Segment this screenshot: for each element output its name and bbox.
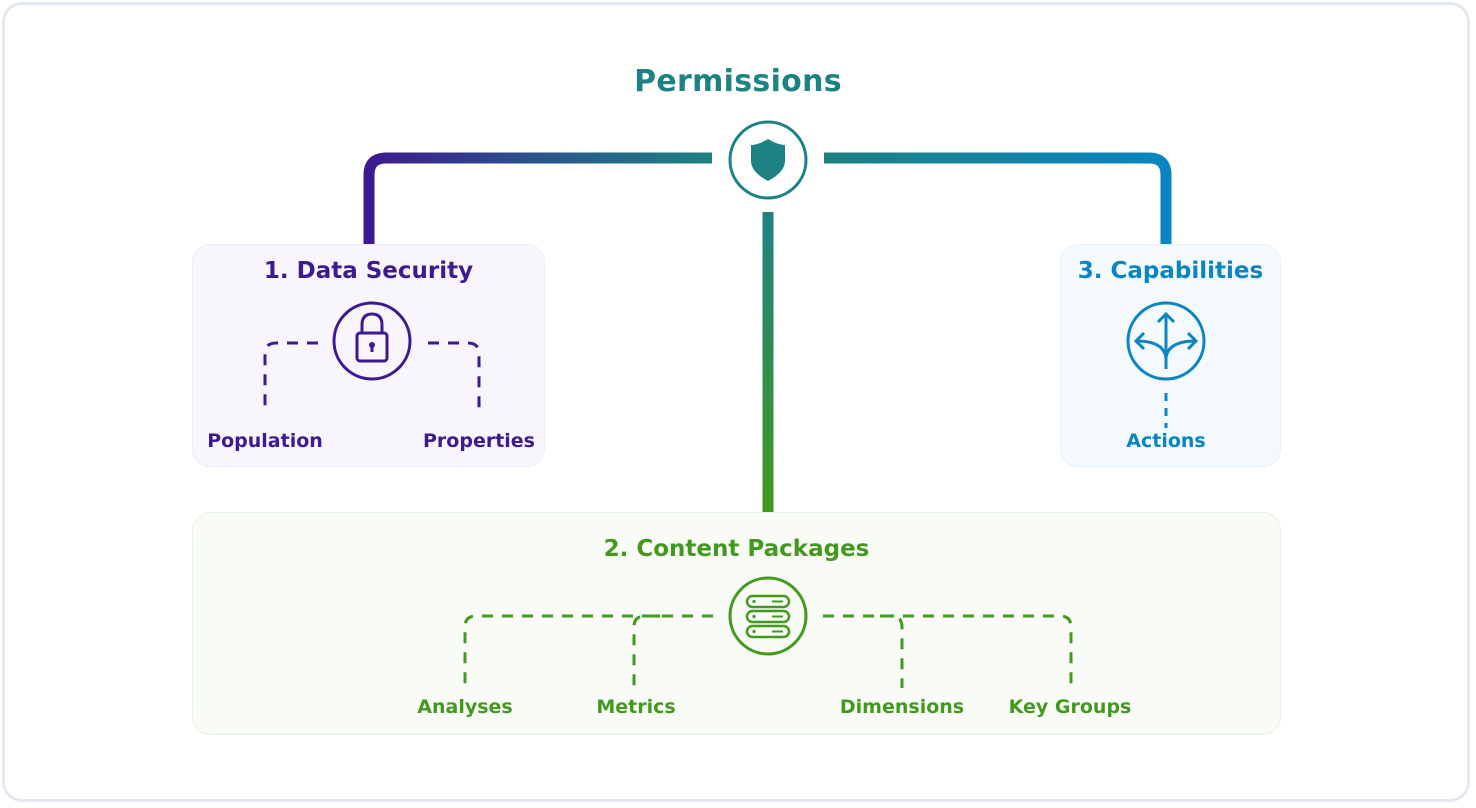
permissions-title: Permissions — [634, 64, 842, 99]
label-properties: Properties — [423, 430, 535, 452]
dashed-link-population — [263, 341, 318, 410]
label-population: Population — [207, 430, 323, 452]
label-key-groups: Key Groups — [1008, 696, 1132, 718]
dashed-link-dimensions — [880, 614, 904, 688]
dashed-link-metrics — [632, 614, 660, 688]
label-metrics: Metrics — [596, 696, 676, 718]
label-dimensions: Dimensions — [839, 696, 965, 718]
shield-icon — [728, 120, 808, 200]
lock-icon — [332, 301, 412, 381]
connector-to-data-security — [363, 152, 712, 244]
label-actions: Actions — [1126, 430, 1206, 452]
dashed-link-properties — [428, 341, 481, 410]
dashed-link-analyses — [463, 614, 713, 688]
label-analyses: Analyses — [417, 696, 513, 718]
dashed-link-key-groups — [823, 614, 1073, 688]
capabilities-heading: 3. Capabilities — [1077, 258, 1264, 284]
data-security-heading: 1. Data Security — [263, 258, 474, 284]
connector-to-capabilities — [824, 152, 1172, 244]
content-packages-heading: 2. Content Packages — [603, 536, 870, 562]
split-arrows-icon — [1126, 301, 1206, 381]
server-stack-icon — [728, 576, 808, 656]
